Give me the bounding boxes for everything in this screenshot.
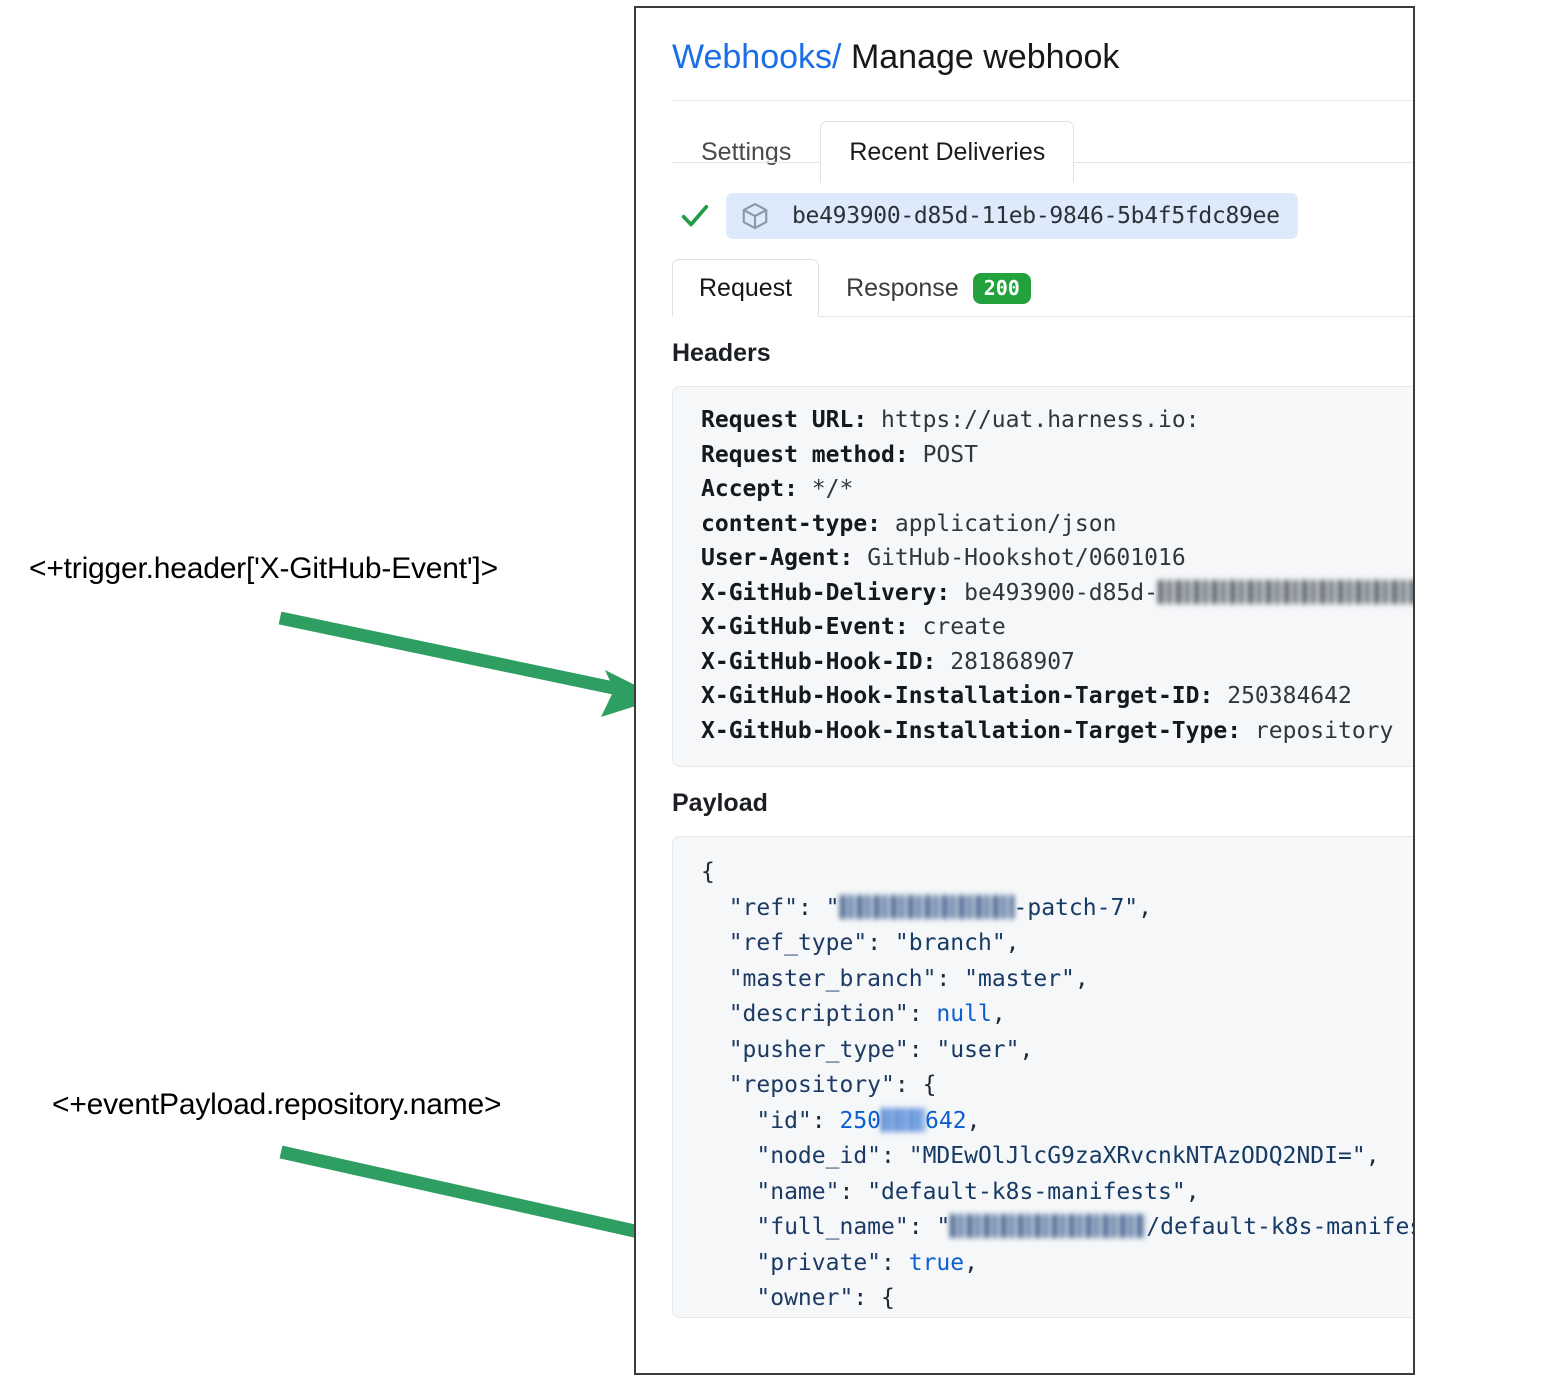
payload-heading: Payload bbox=[672, 789, 768, 818]
tab-response-label: Response bbox=[846, 273, 959, 302]
delivery-id-text: be493900-d85d-11eb-9846-5b4f5fdc89ee bbox=[792, 203, 1280, 230]
cube-icon bbox=[742, 203, 768, 230]
json-key: "node_id" bbox=[756, 1143, 882, 1170]
json-value: "master" bbox=[964, 965, 1075, 992]
header-value: 281868907 bbox=[950, 648, 1075, 675]
status-badge: 200 bbox=[972, 272, 1031, 304]
json-key: "description" bbox=[728, 1001, 909, 1028]
json-key: "full_name" bbox=[756, 1214, 909, 1241]
header-key: X-GitHub-Hook-Installation-Target-Type: bbox=[701, 717, 1242, 744]
json-value: null bbox=[936, 1001, 992, 1028]
header-value: application/json bbox=[894, 510, 1117, 537]
json-key: "ref_type" bbox=[728, 930, 868, 957]
json-value: "MDEwOlJlcG9zaXRvcnkNTAzODQ2NDI=" bbox=[908, 1143, 1366, 1170]
delivery-detail-tabs: Request Response 200 bbox=[672, 259, 1413, 318]
json-key: "repository" bbox=[728, 1072, 895, 1099]
breadcrumb-divider bbox=[672, 100, 1413, 102]
delivery-row[interactable]: be493900-d85d-11eb-9846-5b4f5fdc89ee bbox=[678, 193, 1413, 240]
header-value: repository bbox=[1254, 717, 1394, 744]
header-key: Accept: bbox=[701, 476, 798, 503]
json-key: "private" bbox=[756, 1249, 882, 1276]
json-value: /default-k8s-manifests" bbox=[1146, 1214, 1413, 1241]
header-key: X-GitHub-Event: bbox=[701, 614, 909, 641]
tab-request[interactable]: Request bbox=[672, 259, 820, 318]
header-value: create bbox=[922, 614, 1006, 641]
redacted-ref-user bbox=[839, 894, 1014, 919]
json-value: "default-k8s-manifests" bbox=[867, 1178, 1186, 1205]
delivery-id-chip[interactable]: be493900-d85d-11eb-9846-5b4f5fdc89ee bbox=[726, 193, 1298, 240]
json-value: "user" bbox=[936, 1036, 1020, 1063]
redacted-owner-login bbox=[950, 1214, 1147, 1239]
json-line: { bbox=[701, 859, 715, 886]
webhook-tabs: Settings Recent Deliveries bbox=[672, 101, 1413, 184]
tab-recent-deliveries[interactable]: Recent Deliveries bbox=[820, 121, 1075, 184]
github-webhook-panel: Webhooks/ Manage webhook Settings Recent… bbox=[634, 6, 1415, 1375]
header-value: GitHub-Hookshot/0601016 bbox=[867, 545, 1186, 572]
headers-code-block: Request URL: https://uat.harness.io: Req… bbox=[672, 386, 1413, 768]
header-value: POST bbox=[922, 441, 978, 468]
redacted-repo-id bbox=[881, 1107, 926, 1132]
json-value: "branch" bbox=[894, 930, 1006, 957]
header-key: User-Agent: bbox=[701, 545, 854, 572]
json-value: -patch-7" bbox=[1013, 894, 1139, 921]
header-value: be493900-d85d- bbox=[964, 579, 1158, 606]
header-key: Request URL: bbox=[701, 407, 868, 434]
json-key: "owner" bbox=[756, 1285, 854, 1312]
tab-response[interactable]: Response 200 bbox=[819, 259, 1058, 317]
header-key: X-GitHub-Hook-Installation-Target-ID: bbox=[701, 683, 1214, 710]
json-key: "ref" bbox=[728, 894, 798, 921]
header-key: Request method: bbox=[701, 441, 909, 468]
json-key: "id" bbox=[756, 1107, 812, 1134]
check-icon bbox=[681, 205, 709, 227]
annotation-label-trigger-header: <+trigger.header['X-GitHub-Event']> bbox=[29, 552, 498, 585]
json-value: { bbox=[922, 1072, 937, 1099]
header-key: content-type: bbox=[701, 510, 882, 537]
annotation-label-event-payload: <+eventPayload.repository.name> bbox=[52, 1088, 502, 1121]
breadcrumb: Webhooks/ Manage webhook bbox=[636, 8, 1413, 77]
json-key: "pusher_type" bbox=[728, 1036, 909, 1063]
json-value: 250 bbox=[839, 1107, 882, 1134]
header-value: */* bbox=[811, 476, 854, 503]
json-value: true bbox=[908, 1249, 965, 1276]
page-title: Manage webhook bbox=[850, 38, 1120, 76]
header-key: X-GitHub-Delivery: bbox=[701, 579, 951, 606]
json-value-suffix: 642 bbox=[925, 1107, 967, 1134]
redacted-delivery-id bbox=[1157, 579, 1413, 604]
json-key: "master_branch" bbox=[728, 965, 937, 992]
json-value: { bbox=[881, 1285, 895, 1312]
breadcrumb-link-webhooks[interactable]: Webhooks bbox=[672, 38, 833, 76]
headers-heading: Headers bbox=[672, 339, 771, 368]
header-value: https://uat.harness.io: bbox=[881, 407, 1200, 434]
tab-settings[interactable]: Settings bbox=[701, 137, 792, 166]
header-key: X-GitHub-Hook-ID: bbox=[701, 648, 937, 675]
annotation-arrow-header bbox=[278, 611, 661, 717]
json-key: "name" bbox=[756, 1178, 840, 1205]
header-value: 250384642 bbox=[1227, 683, 1352, 710]
payload-code-block: { "ref": "-patch-7", "ref_type": "branch… bbox=[672, 836, 1413, 1318]
breadcrumb-separator: / bbox=[832, 38, 842, 76]
delivery-detail-tabs-underline bbox=[672, 316, 1413, 318]
